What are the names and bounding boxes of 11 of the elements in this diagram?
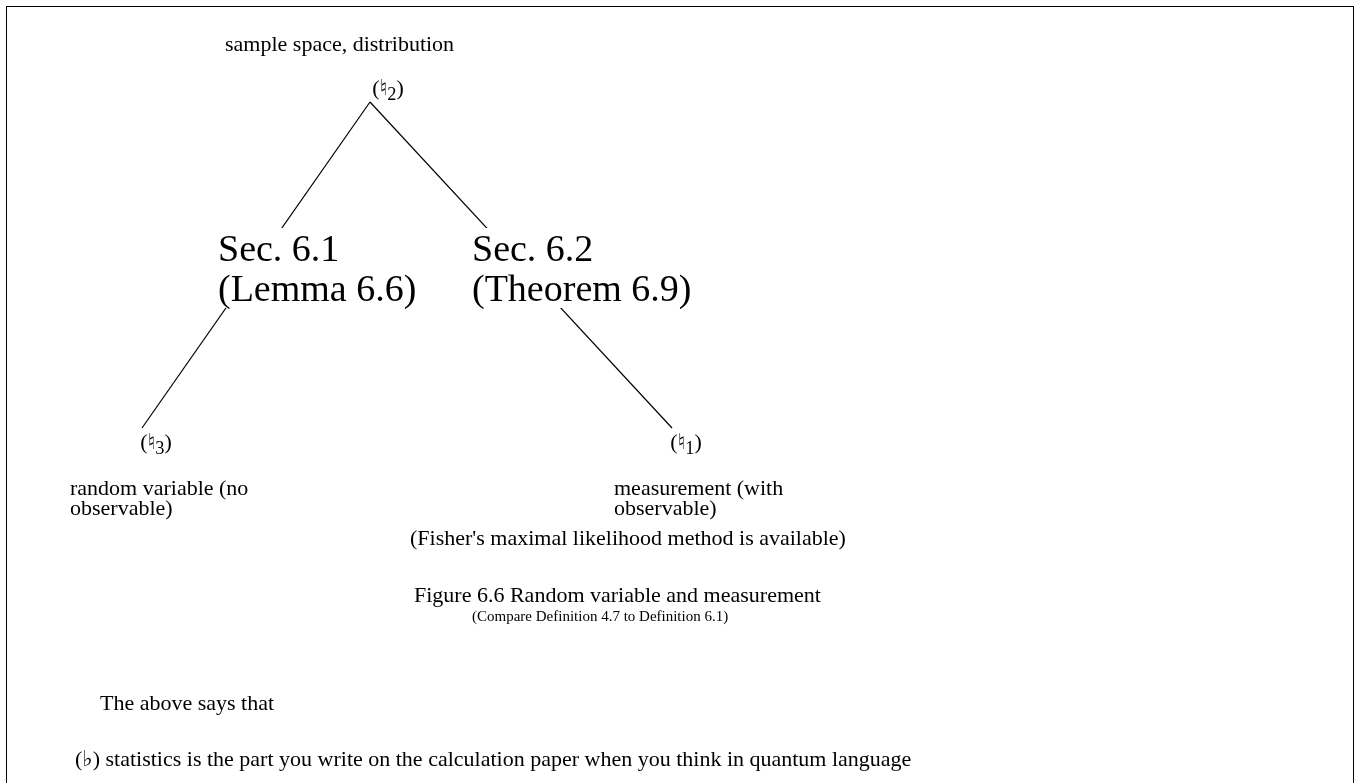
- figure-caption: Figure 6.6 Random variable and measurement: [414, 582, 821, 608]
- node-caption: measurement (with observable): [614, 478, 785, 518]
- node-symbol: (♮$_{1}$): [660, 428, 712, 456]
- paragraph-text: (♭) statistics is the part you write on the calculation paper when you think in quantum language: [75, 746, 912, 772]
- node-symbol: (♮$_{2}$): [362, 74, 414, 102]
- caption-note: (Compare Definition 4.7 to Definition 6.1): [472, 608, 729, 625]
- node-caption: random variable (no observable): [70, 478, 250, 518]
- node-symbol: (♮$_{3}$): [130, 428, 182, 456]
- paragraph-text: The above says that: [100, 690, 275, 716]
- node-caption: (Fisher's maximal likelihood method is available): [410, 528, 846, 548]
- node-caption: sample space, distribution: [225, 34, 455, 54]
